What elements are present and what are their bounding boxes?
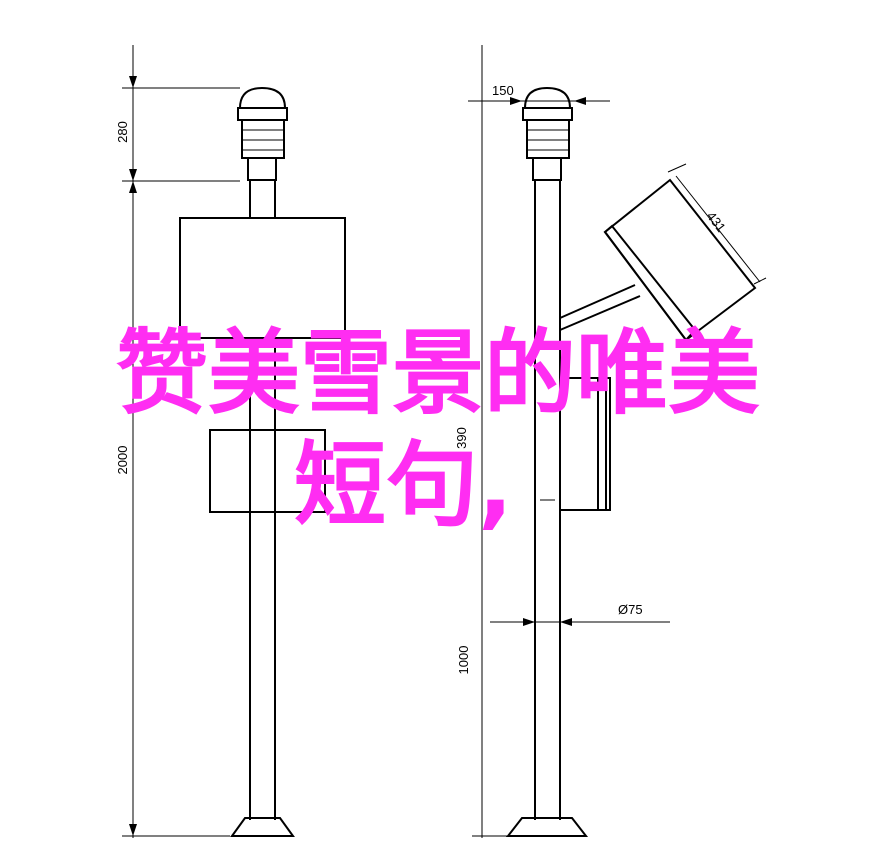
right-station: 150 431 390 Ø75 1000	[454, 45, 767, 838]
dim-280-label: 280	[115, 121, 130, 143]
dim-75-label: Ø75	[618, 602, 643, 617]
dim-1000-label: 1000	[456, 646, 471, 675]
dim-150-label: 150	[492, 83, 514, 98]
left-station: 280 2000	[115, 45, 346, 838]
dim-2000-label: 2000	[115, 446, 130, 475]
dim-390-label: 390	[454, 427, 469, 449]
